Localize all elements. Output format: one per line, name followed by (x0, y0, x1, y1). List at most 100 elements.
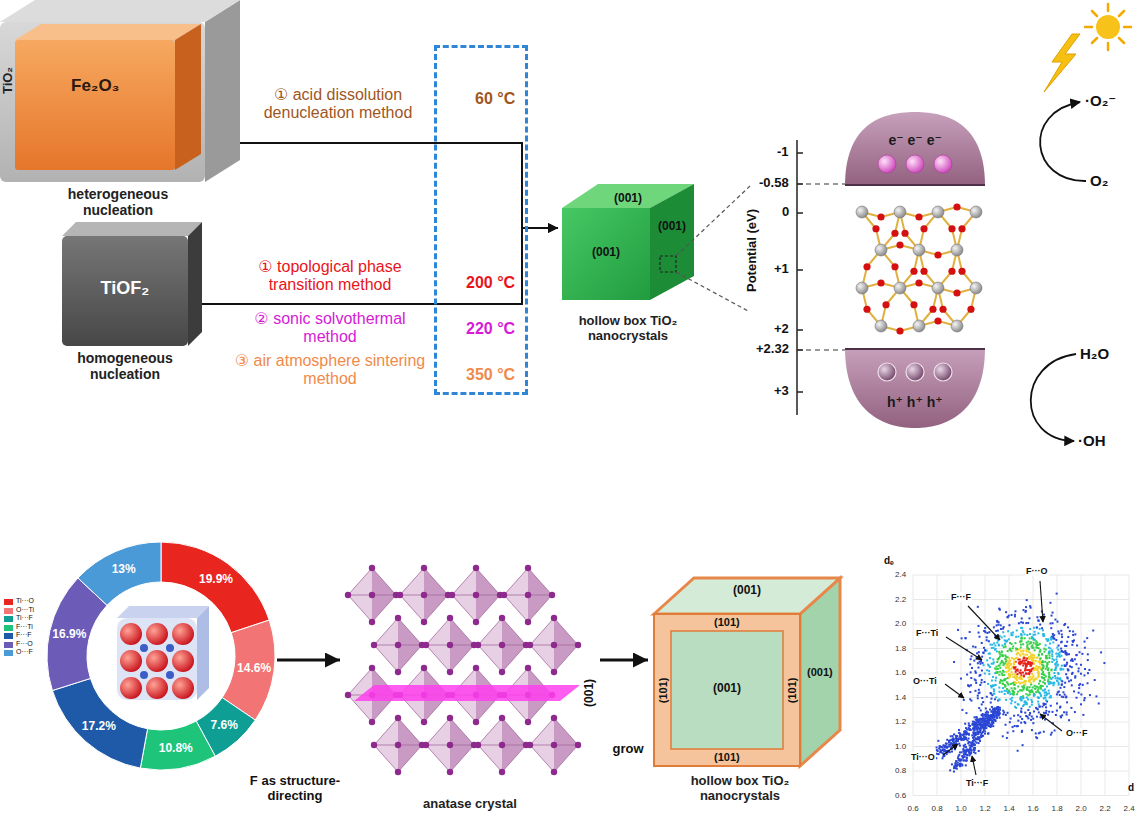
fingerprint-point (1018, 661, 1020, 663)
sun-icon (1085, 4, 1131, 50)
fingerprint-point (1015, 636, 1017, 638)
fingerprint-point (949, 769, 951, 771)
fingerprint-point (964, 744, 966, 746)
fingerprint-point (1016, 668, 1018, 670)
lattice-atom (525, 592, 531, 598)
fingerprint-point (1009, 675, 1011, 677)
fingerprint-point (961, 637, 963, 639)
fingerprint-point (985, 707, 987, 709)
fingerprint-point (1003, 711, 1005, 713)
plot-grid (961, 575, 962, 796)
fingerprint-point (1028, 651, 1030, 653)
fingerprint-point (1021, 637, 1023, 639)
fingerprint-point (959, 763, 961, 765)
fingerprint-point (1076, 644, 1078, 646)
fingerprint-point (1014, 725, 1016, 727)
fingerprint-point (1027, 709, 1029, 711)
fingerprint-point (963, 746, 965, 748)
lattice-atom (395, 615, 401, 621)
fingerprint-point (1004, 684, 1006, 686)
fingerprint-point (1029, 628, 1031, 630)
fingerprint-point (1028, 643, 1030, 645)
fingerprint-point (1026, 646, 1028, 648)
fingerprint-point (981, 697, 983, 699)
lattice-atom (447, 769, 453, 775)
fingerprint-point (1006, 660, 1008, 662)
lattice-atom (499, 669, 505, 675)
fingerprint-point (1005, 666, 1007, 668)
fingerprint-point (1035, 660, 1037, 662)
plot-grid (985, 575, 986, 796)
fingerprint-point (983, 647, 985, 649)
fingerprint-point (1002, 735, 1004, 737)
fingerprint-point (1033, 710, 1035, 712)
fingerprint-point (969, 698, 971, 700)
fingerprint-point (937, 750, 939, 752)
fingerprint-point (1034, 634, 1036, 636)
fingerprint-point (1058, 684, 1060, 686)
fingerprint-point (973, 729, 975, 731)
fingerprint-point (1043, 635, 1045, 637)
fingerprint-point (1033, 642, 1035, 644)
fingerprint-point (1001, 680, 1003, 682)
fingerprint-point (991, 644, 993, 646)
fingerprint-point (972, 645, 974, 647)
fingerprint-point (962, 748, 964, 750)
fingerprint-point (1058, 632, 1060, 634)
fingerprint-point (991, 716, 993, 718)
fingerprint-point (1012, 693, 1014, 695)
fingerprint-point (1045, 644, 1047, 646)
fingerprint-point (1031, 657, 1033, 659)
flow-arrow (202, 228, 558, 304)
fingerprint-point (1002, 713, 1004, 715)
fingerprint-point (956, 765, 958, 767)
fingerprint-point (1050, 637, 1052, 639)
fingerprint-point (991, 679, 993, 681)
fingerprint-point (1003, 646, 1005, 648)
fingerprint-point (990, 718, 992, 720)
surface-spot (140, 671, 148, 679)
donut (47, 542, 275, 770)
fingerprint-point (939, 751, 941, 753)
fingerprint-point (993, 642, 995, 644)
fingerprint-point (975, 737, 977, 739)
fingerprint-point (1044, 695, 1046, 697)
fingerprint-point (1071, 684, 1073, 686)
titanium-atom (970, 282, 982, 294)
fingerprint-point (968, 738, 970, 740)
fingerprint-point (1061, 683, 1063, 685)
fingerprint-point (991, 647, 993, 649)
fingerprint-point (1014, 667, 1016, 669)
fingerprint-point (963, 750, 965, 752)
fingerprint-point (944, 745, 946, 747)
fingerprint-point (939, 746, 941, 748)
fingerprint-point (1019, 663, 1021, 665)
fingerprint-point (1030, 682, 1032, 684)
reaction-arrow-part (1031, 354, 1076, 441)
fingerprint-point (1005, 611, 1007, 613)
fingerprint-point (1095, 695, 1097, 697)
fingerprint-point (1038, 697, 1040, 699)
fingerprint-point (975, 734, 977, 736)
fingerprint-point (1029, 706, 1031, 708)
fingerprint-point (1039, 660, 1041, 662)
material-label: TiOF₂ (101, 278, 150, 299)
fingerprint-point (1031, 647, 1033, 649)
fingerprint-point (957, 740, 959, 742)
fingerprint-point (971, 667, 973, 669)
fingerprint-point (987, 714, 989, 716)
cube-front (15, 40, 175, 170)
lattice-atom (395, 669, 401, 675)
fingerprint-point (1063, 624, 1065, 626)
plot-grid (1105, 575, 1106, 796)
fingerprint-point (993, 661, 995, 663)
fingerprint-point (1023, 657, 1025, 659)
octahedron-edge (452, 568, 500, 622)
fingerprint-point (984, 722, 986, 724)
fingerprint-point (1008, 669, 1010, 671)
fingerprint-point (984, 649, 986, 651)
fingerprint-point (1006, 641, 1008, 643)
fingerprint-point (1014, 615, 1016, 617)
fingerprint-point (978, 742, 980, 744)
fingerprint-point (972, 727, 974, 729)
